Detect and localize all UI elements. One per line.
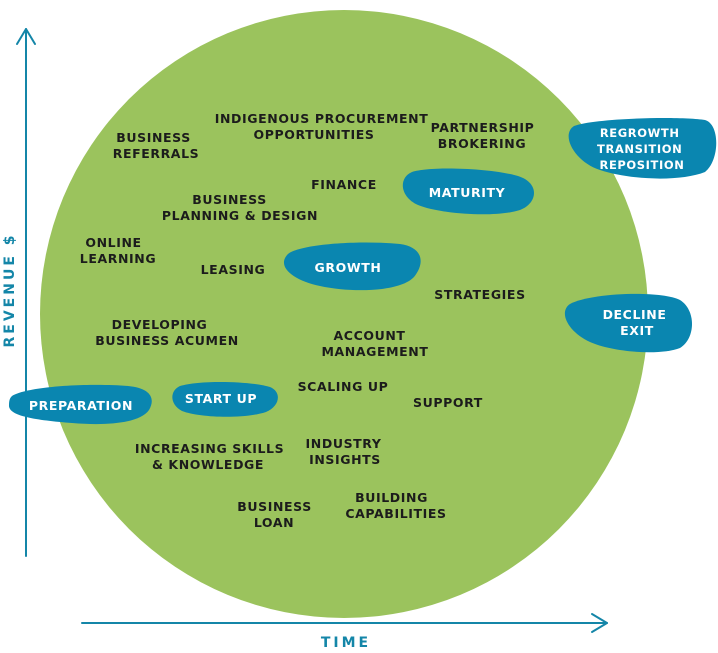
label-line: BUILDING — [355, 490, 428, 505]
label-increasing-skills: INCREASING SKILLS & KNOWLEDGE — [135, 441, 289, 472]
stage-decline-exit-line: EXIT — [620, 323, 654, 338]
regrowth-blob — [568, 118, 717, 179]
label-line: FINANCE — [311, 177, 377, 192]
stage-maturity-line: MATURITY — [429, 185, 506, 200]
stage-growth: GROWTH — [315, 260, 382, 275]
stage-maturity: MATURITY — [429, 185, 506, 200]
decline-exit-blob — [564, 293, 692, 353]
maturity-blob — [402, 168, 534, 215]
label-line: SUPPORT — [413, 395, 483, 410]
label-developing-acumen: DEVELOPING BUSINESS ACUMEN — [95, 317, 239, 348]
label-line: BROKERING — [438, 136, 526, 151]
stage-preparation: PREPARATION — [29, 398, 133, 413]
lifecycle-circle — [40, 10, 648, 618]
label-line: BUSINESS — [237, 499, 312, 514]
label-line: CAPABILITIES — [345, 506, 446, 521]
stage-regrowth-line: TRANSITION — [597, 142, 682, 156]
label-scaling-up: SCALING UP — [298, 379, 389, 394]
label-line: INSIGHTS — [309, 452, 381, 467]
label-line: BUSINESS — [192, 192, 267, 207]
label-online-learning: ONLINE LEARNING — [80, 235, 156, 266]
label-leasing: LEASING — [201, 262, 266, 277]
label-industry-insights: INDUSTRY INSIGHTS — [306, 436, 387, 467]
label-line: OPPORTUNITIES — [254, 127, 375, 142]
stage-start-up: START UP — [185, 391, 257, 406]
revenue-axis — [16, 28, 36, 557]
stage-regrowth: REGROWTH TRANSITION REPOSITION — [597, 126, 687, 172]
label-line: DEVELOPING — [112, 317, 208, 332]
stage-regrowth-line: REPOSITION — [599, 158, 684, 172]
label-line: MANAGEMENT — [321, 344, 428, 359]
label-line: STRATEGIES — [434, 287, 525, 302]
revenue-axis-label: REVENUE $ — [2, 232, 18, 347]
label-line: INCREASING SKILLS — [135, 441, 284, 456]
label-support: SUPPORT — [413, 395, 483, 410]
label-line: ONLINE — [85, 235, 141, 250]
label-account-management: ACCOUNT MANAGEMENT — [321, 328, 428, 359]
stage-growth-line: GROWTH — [315, 260, 382, 275]
stage-regrowth-line: REGROWTH — [600, 126, 680, 140]
label-line: LOAN — [254, 515, 294, 530]
stage-preparation-line: PREPARATION — [29, 398, 133, 413]
time-axis-arrowhead — [591, 613, 608, 633]
label-line: BUSINESS ACUMEN — [95, 333, 239, 348]
label-building-capabilities: BUILDING CAPABILITIES — [345, 490, 446, 521]
label-line: PLANNING & DESIGN — [162, 208, 318, 223]
label-strategies: STRATEGIES — [434, 287, 525, 302]
label-business-referrals: BUSINESS REFERRALS — [113, 130, 200, 161]
label-line: BUSINESS — [116, 130, 191, 145]
preparation-blob — [8, 384, 152, 425]
label-line: SCALING UP — [298, 379, 389, 394]
label-business-planning: BUSINESS PLANNING & DESIGN — [162, 192, 318, 223]
label-line: ACCOUNT — [334, 328, 406, 343]
label-line: LEASING — [201, 262, 266, 277]
time-axis — [81, 613, 608, 633]
stage-decline-exit: DECLINE EXIT — [603, 307, 672, 338]
stage-decline-exit-line: DECLINE — [603, 307, 667, 322]
label-finance: FINANCE — [311, 177, 377, 192]
growth-blob — [283, 242, 421, 291]
label-line: INDIGENOUS PROCUREMENT — [215, 111, 429, 126]
label-line: REFERRALS — [113, 146, 200, 161]
label-line: INDUSTRY — [306, 436, 382, 451]
label-line: & KNOWLEDGE — [152, 457, 264, 472]
label-line: PARTNERSHIP — [431, 120, 535, 135]
label-line: LEARNING — [80, 251, 156, 266]
stage-start-up-line: START UP — [185, 391, 257, 406]
time-axis-label: TIME — [321, 635, 371, 651]
revenue-axis-arrowhead — [16, 28, 36, 45]
label-indigenous-procurement: INDIGENOUS PROCUREMENT OPPORTUNITIES — [215, 111, 434, 142]
label-business-loan: BUSINESS LOAN — [237, 499, 317, 530]
label-partnership-brokering: PARTNERSHIP BROKERING — [431, 120, 540, 151]
start-up-blob — [172, 381, 278, 417]
